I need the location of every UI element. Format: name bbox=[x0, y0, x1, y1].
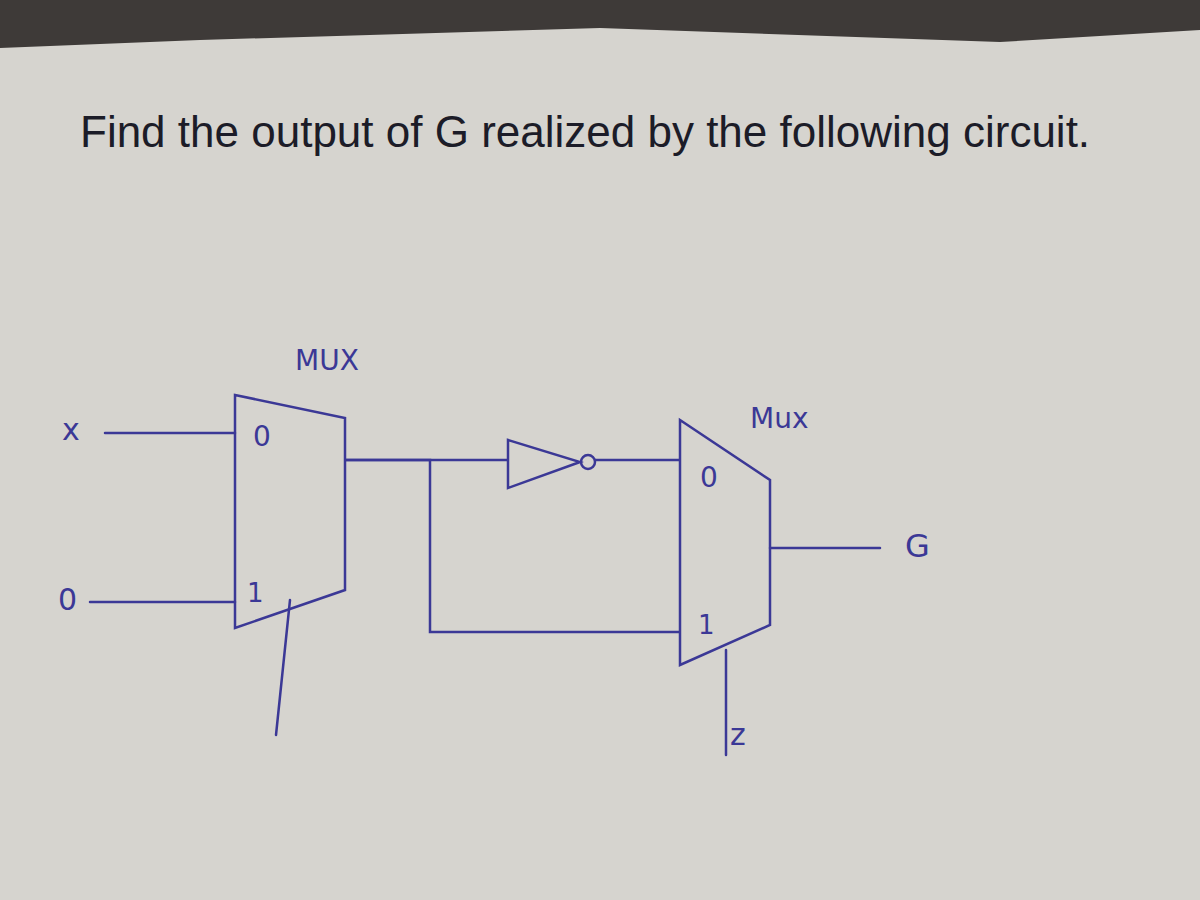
input-number: 1 bbox=[247, 580, 264, 606]
question-text: Find the output of G realized by the fol… bbox=[80, 100, 1130, 164]
mux-block: MUX01 bbox=[235, 395, 345, 628]
inverter-symbol bbox=[508, 440, 580, 488]
output-name: G bbox=[905, 530, 930, 562]
mux-outline bbox=[680, 420, 770, 665]
wire-connector bbox=[345, 460, 680, 632]
mux-block: Mux01 bbox=[680, 420, 770, 665]
signal-name: x bbox=[62, 415, 80, 445]
constant-input: 0 bbox=[58, 585, 77, 615]
input-wire bbox=[90, 601, 235, 604]
input-number: 0 bbox=[700, 464, 718, 492]
inverter-bubble bbox=[581, 455, 595, 469]
output-wire bbox=[770, 547, 880, 550]
select-line bbox=[725, 650, 728, 755]
mux-label: MUX bbox=[295, 347, 359, 375]
input-number: 1 bbox=[698, 612, 715, 638]
select-line bbox=[276, 600, 290, 735]
signal-name: z bbox=[730, 720, 746, 750]
input-wire bbox=[105, 432, 235, 435]
input-number: 0 bbox=[253, 423, 271, 451]
mux-label: Mux bbox=[750, 405, 808, 433]
background-cloth bbox=[0, 0, 1200, 48]
